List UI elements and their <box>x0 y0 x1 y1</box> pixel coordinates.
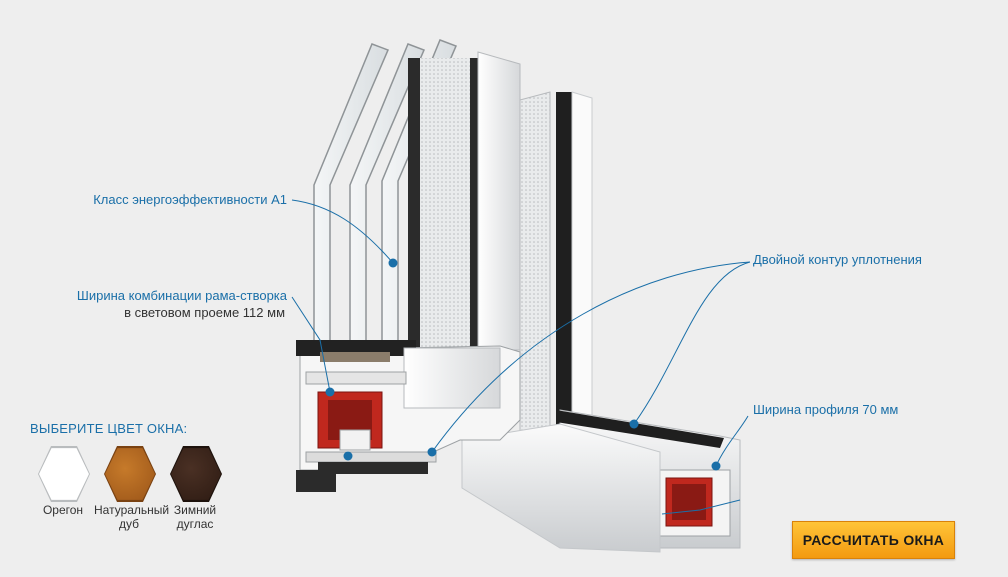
callout-combo-width-title: Ширина комбинации рама-створка <box>76 288 287 303</box>
swatch-label-natural-oak: Натуральный дуб <box>94 503 170 531</box>
swatch-label-winter-douglas: Зимний дуглас <box>173 503 217 531</box>
callout-dots <box>325 258 721 471</box>
calculate-windows-button[interactable]: РАССЧИТАТЬ ОКНА <box>792 521 955 559</box>
seal-vertical <box>556 92 572 432</box>
callout-energy-class: Класс энергоэффективности А1 <box>93 192 287 207</box>
swatch-oregon-border <box>38 446 90 502</box>
swatch-label-oregon: Орегон <box>42 503 84 517</box>
leader-lines <box>291 199 751 515</box>
callout-double-seal: Двойной контур уплотнения <box>753 252 922 267</box>
swatch-oak-border <box>104 446 156 502</box>
color-picker-title: ВЫБЕРИТЕ ЦВЕТ ОКНА: <box>30 421 188 436</box>
callout-profile-width: Ширина профиля 70 мм <box>753 402 899 417</box>
callout-combo-width-sub: в световом проеме 112 мм <box>124 305 285 320</box>
seal-horizontal <box>556 410 724 448</box>
swatch-douglas-border <box>170 446 222 502</box>
glass-spacer <box>408 58 420 348</box>
glass-edge <box>420 58 470 348</box>
sash-vertical <box>477 51 521 351</box>
